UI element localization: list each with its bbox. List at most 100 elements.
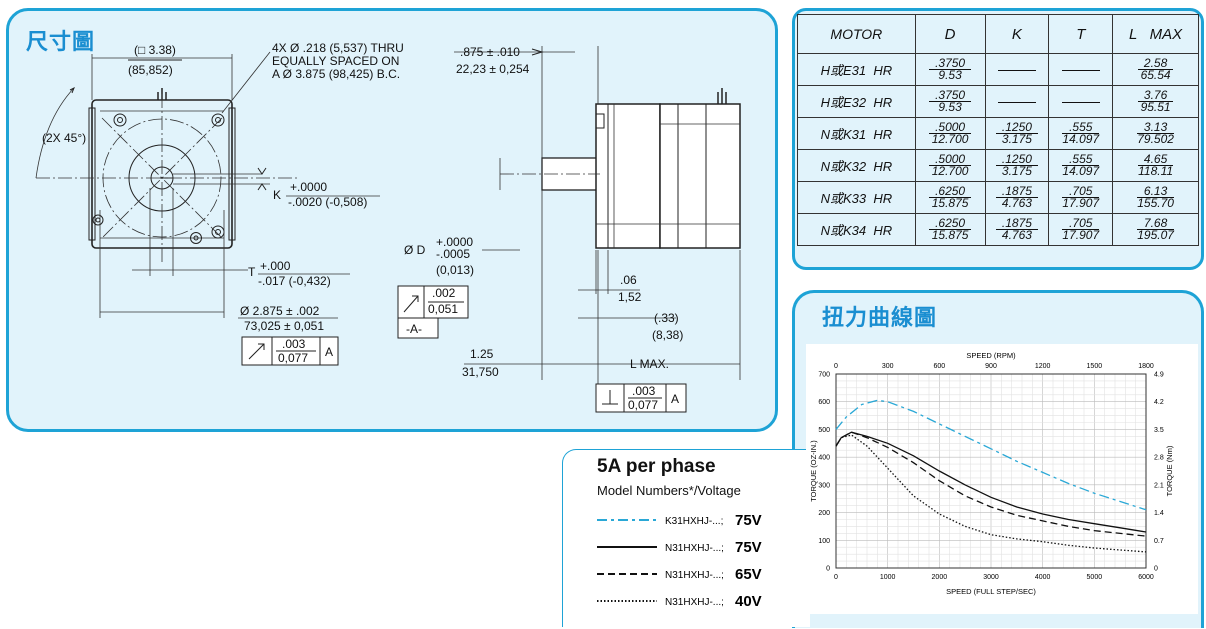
x-tick-label: 2000 [932, 574, 948, 581]
table-header-lmax: L MAX [1112, 14, 1199, 54]
legend-voltage: 75V [735, 539, 762, 556]
t-label: T [248, 265, 256, 279]
rear-length-mm: (8,38) [652, 328, 683, 342]
x2-axis-label: SPEED (RPM) [966, 351, 1016, 360]
y-tick-label: 300 [818, 482, 830, 489]
x-axis-label: SPEED (FULL STEP/SEC) [946, 587, 1036, 596]
k-tolerance-lower: -.0020 (-0,508) [288, 195, 367, 209]
legend-model: N31HXHJ-...; [665, 570, 724, 581]
chart-legend: 5A per phase Model Numbers*/Voltage K31H… [562, 449, 810, 627]
y-tick-label: 700 [818, 372, 830, 379]
t-tolerance-lower: -.017 (-0,432) [258, 274, 331, 288]
mounting-holes [92, 113, 225, 244]
x2-tick-label: 0 [834, 363, 838, 370]
t-tolerance-upper: +.000 [260, 259, 291, 273]
x-tick-label: 0 [834, 574, 838, 581]
legend-model: N31HXHJ-...; [665, 597, 724, 608]
y-tick-label: 600 [818, 399, 830, 406]
legend-voltage: 65V [735, 566, 762, 583]
y-axis-label: TORQUE (OZ-IN.) [809, 440, 818, 502]
tolerance-frame-1 [241, 336, 339, 366]
x-tick-label: 1000 [880, 574, 896, 581]
y2-tick-label: 1.4 [1154, 510, 1164, 517]
holes-spec-line-2: EQUALLY SPACED ON [272, 54, 399, 68]
chart-grid [835, 373, 1147, 569]
motor-cell: N或K32 HR [797, 149, 916, 182]
holes-spec-line-3: A Ø 3.875 (98,425) B.C. [272, 67, 400, 81]
flange-thickness: .06 [620, 273, 637, 287]
frame1-top: .003 [282, 337, 306, 351]
table-header-k: K [984, 14, 1050, 54]
motor-cell: H或E31 HR [797, 53, 916, 86]
pilot-diameter: Ø 2.875 ± .002 [240, 304, 320, 318]
x2-tick-label: 1800 [1138, 363, 1154, 370]
y-tick-label: 500 [818, 427, 830, 434]
y2-axis-label: TORQUE (Nm) [1165, 445, 1174, 496]
table-header-motor: MOTOR [797, 14, 916, 54]
x2-tick-label: 1500 [1087, 363, 1103, 370]
tolerance-frame-2 [397, 285, 469, 339]
plot-area [835, 373, 1147, 569]
front-width-label: (□ 3.38) [134, 43, 176, 57]
frame1-ref: A [325, 345, 333, 359]
dimension-title: 尺寸圖 [26, 30, 96, 55]
flange-length-mm: 31,750 [462, 365, 499, 379]
x2-tick-label: 300 [882, 363, 894, 370]
k-tolerance-upper: +.0000 [290, 180, 327, 194]
tolerance-frame-3 [595, 383, 687, 413]
motor-side-view [500, 88, 741, 249]
legend-items: K31HXHJ-...; 75V N31HXHJ-...; 75V N31HXHJ-..… [597, 512, 762, 610]
series-line-4 [835, 434, 1147, 553]
table-header-t: T [1048, 14, 1114, 54]
legend-voltage: 75V [735, 512, 762, 529]
x-tick-label: 4000 [1035, 574, 1051, 581]
y2-tick-label: 4.9 [1154, 372, 1164, 379]
frame3-ref: A [671, 392, 679, 406]
shaft-length-mm: 22,23 ± 0,254 [456, 62, 530, 76]
d-tolerance-upper: +.0000 [436, 235, 473, 249]
k-value-dash [997, 69, 1036, 71]
legend-title: 5A per phase [597, 456, 716, 477]
x-tick-label: 3000 [983, 574, 999, 581]
pilot-diameter-mm: 73,025 ± 0,051 [244, 319, 324, 333]
table-header-row: MOTOR D K T L MAX [797, 14, 1199, 54]
y2-tick-label: 2.8 [1154, 455, 1164, 462]
t-value-dash [1061, 101, 1100, 103]
motor-cell: H或E32 HR [797, 85, 916, 118]
legend-model: K31HXHJ-...; [665, 516, 723, 527]
y2-tick-label: 2.1 [1154, 482, 1164, 489]
d-label: Ø D [404, 243, 426, 257]
frame2-bottom: 0,051 [428, 302, 458, 316]
x2-tick-label: 600 [933, 363, 945, 370]
series-line-1 [835, 399, 1147, 511]
holes-spec-line-1: 4X Ø .218 (5,537) THRU [272, 41, 404, 55]
frame3-top: .003 [632, 384, 656, 398]
x-tick-label: 6000 [1138, 574, 1154, 581]
l-max-label: L MAX. [630, 357, 669, 371]
y2-tick-label: 0 [1154, 566, 1158, 573]
y-tick-label: 100 [818, 538, 830, 545]
legend-model: N31HXHJ-...; [665, 543, 724, 554]
y2-tick-label: 3.5 [1154, 427, 1164, 434]
